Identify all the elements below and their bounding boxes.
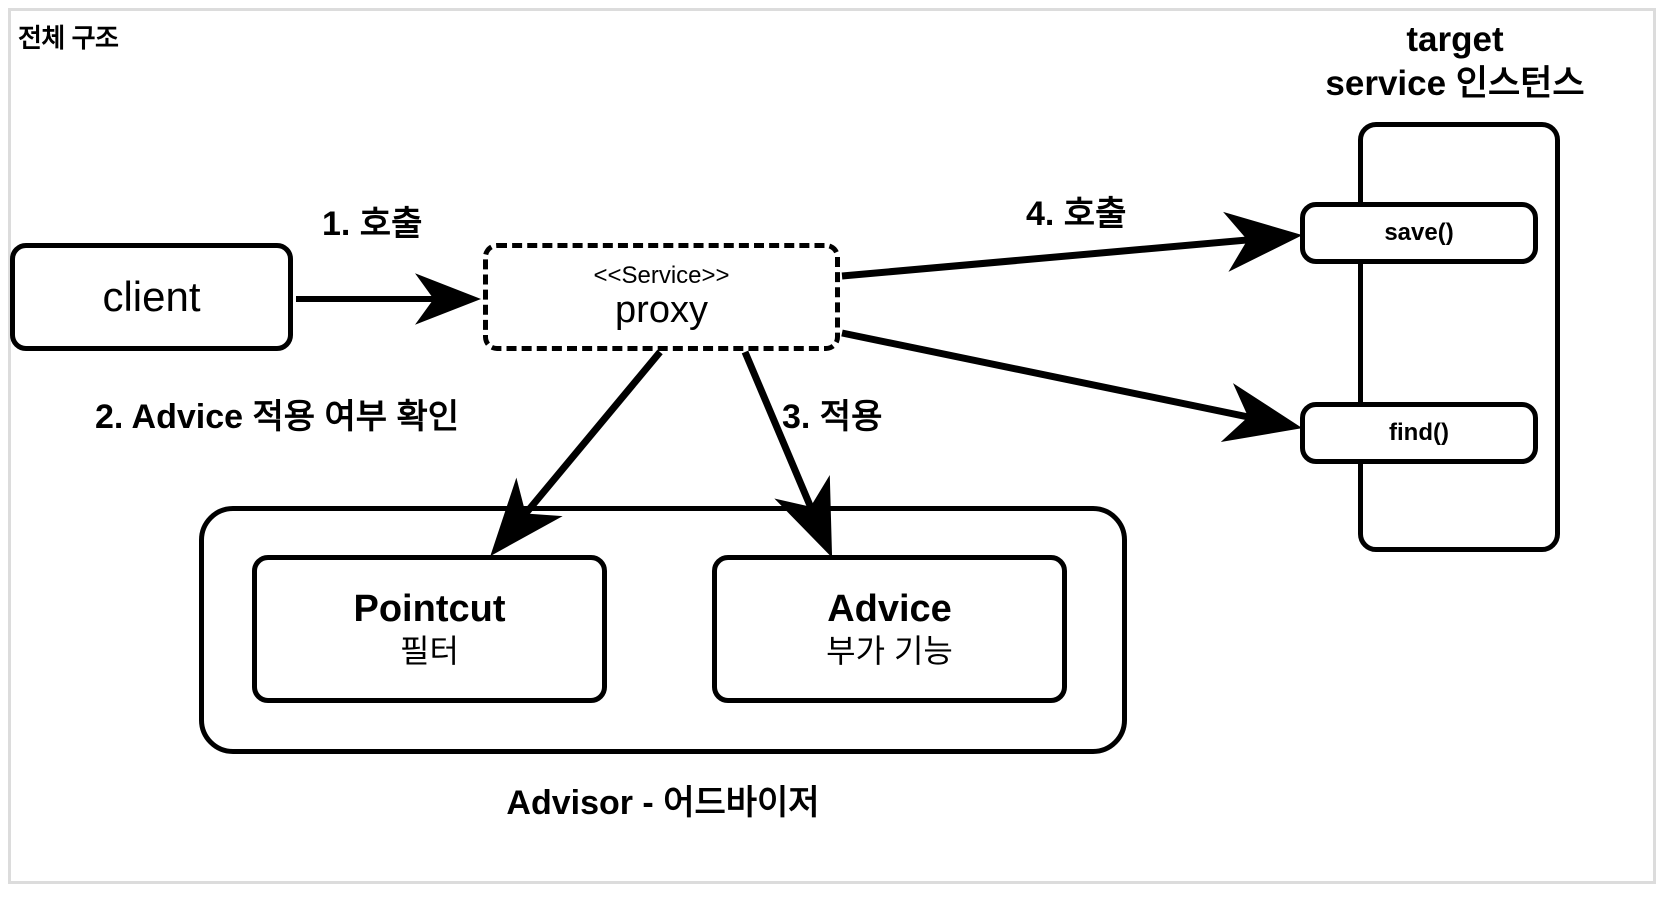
node-client[interactable]: client — [10, 243, 293, 351]
node-advice[interactable]: Advice 부가 기능 — [712, 555, 1067, 703]
edge-label-1-call: 1. 호출 — [322, 205, 423, 243]
group-target-caption-line1: target — [1406, 20, 1504, 59]
node-pointcut[interactable]: Pointcut 필터 — [252, 555, 607, 703]
node-proxy[interactable]: <<Service>> proxy — [483, 243, 840, 351]
group-target-caption-line2: service 인스턴스 — [1325, 63, 1585, 103]
node-save-method-label: save() — [1384, 218, 1454, 246]
group-target-service — [1358, 122, 1560, 552]
edge-label-4-call: 4. 호출 — [1026, 195, 1127, 233]
node-pointcut-label: Pointcut — [353, 587, 506, 630]
node-advice-sublabel: 부가 기능 — [826, 633, 953, 670]
edge-label-2-advice-check: 2. Advice 적용 여부 확인 — [95, 398, 460, 436]
node-find-method-label: find() — [1389, 418, 1449, 446]
node-proxy-label: proxy — [615, 288, 708, 331]
edge-label-3-apply: 3. 적용 — [782, 398, 883, 436]
group-advisor — [199, 506, 1127, 754]
group-target-caption: target service 인스턴스 — [1250, 18, 1660, 106]
node-pointcut-sublabel: 필터 — [400, 633, 459, 670]
group-advisor-caption: Advisor - 어드바이저 — [506, 784, 820, 822]
node-save-method[interactable]: save() — [1300, 202, 1538, 264]
node-proxy-stereotype: <<Service>> — [593, 262, 730, 290]
node-advice-label: Advice — [827, 587, 952, 630]
page-title: 전체 구조 — [18, 23, 119, 53]
node-find-method[interactable]: find() — [1300, 402, 1538, 464]
node-client-label: client — [102, 273, 201, 320]
